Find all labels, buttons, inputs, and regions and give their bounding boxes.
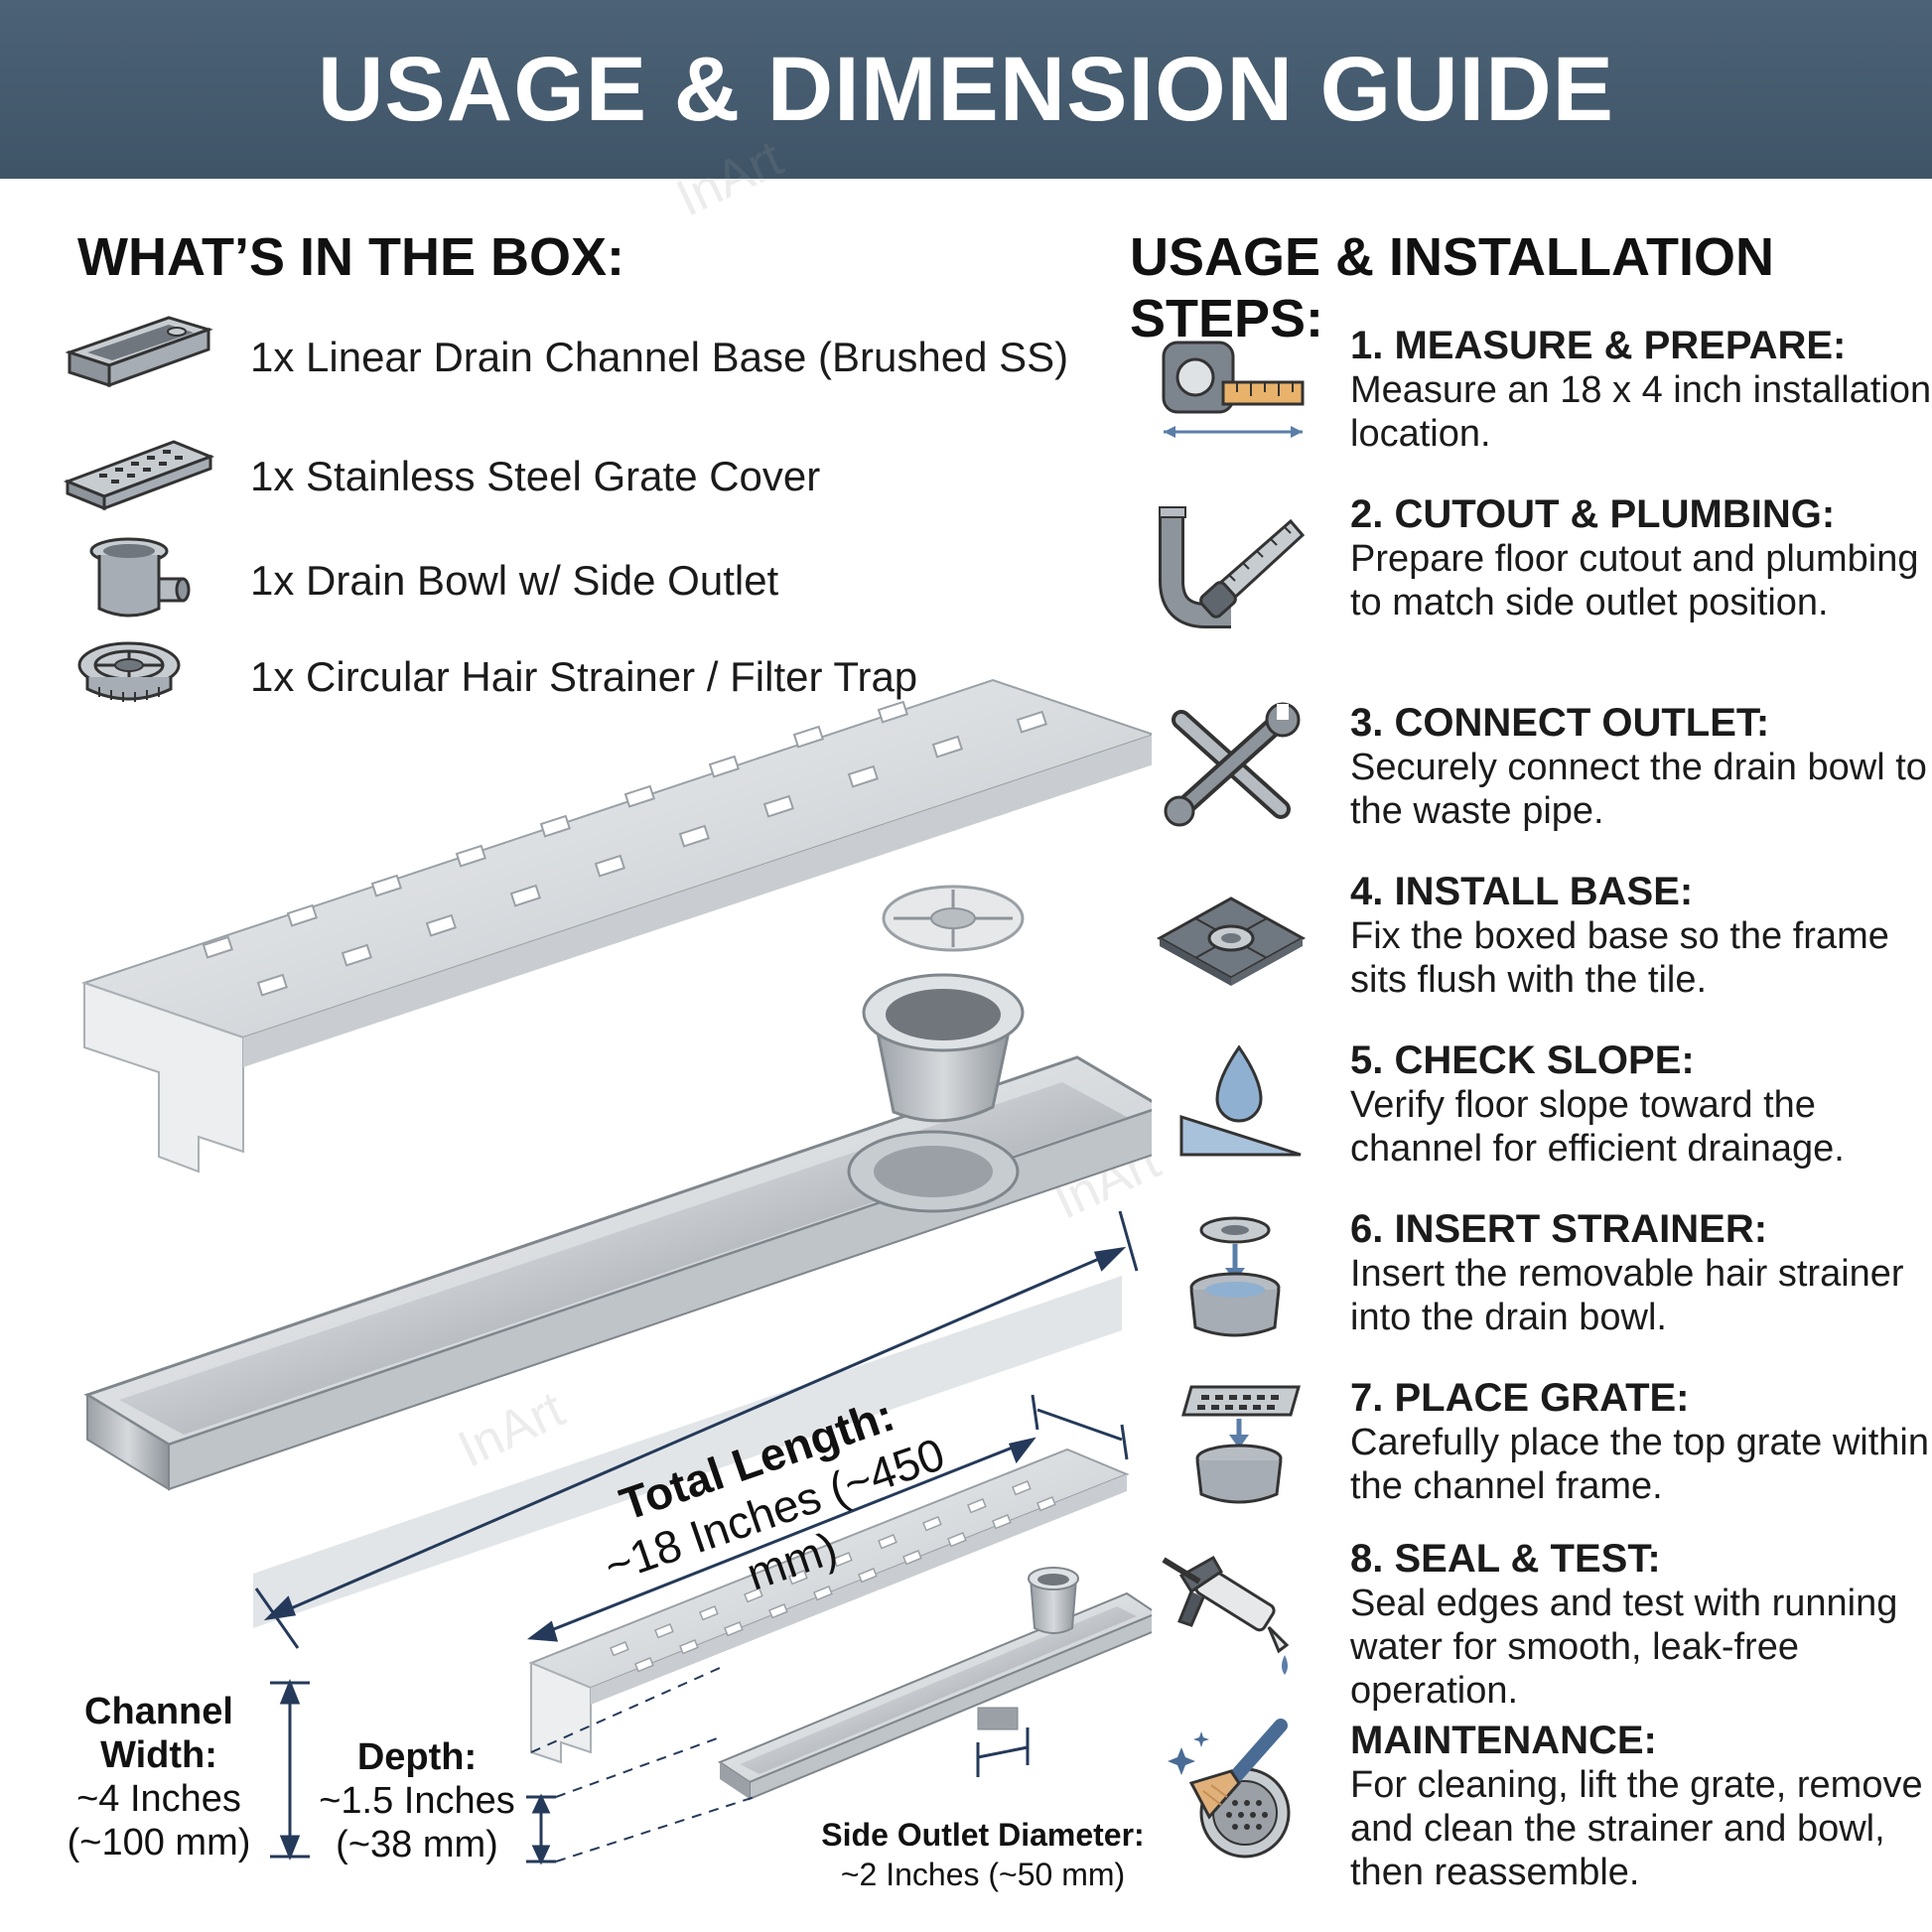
step-title: MAINTENANCE:: [1350, 1719, 1657, 1762]
channel-width-title-line2: Width:: [100, 1734, 217, 1776]
box-item-label: 1x Stainless Steel Grate Cover: [250, 453, 821, 499]
step-description: Prepare floor cutout and plumbing to mat…: [1350, 538, 1919, 623]
channel-width-value-mm: (~100 mm): [67, 1822, 251, 1863]
depth-guide-lines: [530, 1667, 756, 1863]
depth-title: Depth:: [356, 1736, 478, 1778]
step-description: Seal edges and test with running water f…: [1350, 1583, 1898, 1712]
pipe-saw-icon: [1152, 491, 1311, 630]
box-item-grate-cover: 1x Stainless Steel Grate Cover: [60, 427, 820, 526]
channel-base-icon: [60, 308, 218, 407]
insert-strainer-icon: [1152, 1206, 1311, 1345]
step-description: Fix the boxed base so the frame sits flu…: [1350, 915, 1889, 1001]
outlet-diameter-label: Side Outlet Diameter: ~2 Inches (~50 mm): [814, 1815, 1152, 1894]
channel-width-label: Channel Width: ~4 Inches (~100 mm): [55, 1690, 263, 1864]
step-title: 5. CHECK SLOPE:: [1350, 1038, 1695, 1082]
box-item-label: 1x Drain Bowl w/ Side Outlet: [250, 557, 779, 604]
step-description: Securely connect the drain bowl to the w…: [1350, 747, 1927, 832]
box-section-title: WHAT’S IN THE BOX:: [77, 227, 624, 287]
grate-cover-icon: [60, 427, 218, 526]
caulk-gun-icon: [1152, 1536, 1311, 1675]
outlet-diameter-value: ~2 Inches (~50 mm): [840, 1857, 1126, 1892]
step-description: Measure an 18 x 4 inch installation loca…: [1350, 369, 1932, 455]
page-title: USAGE & DIMENSION GUIDE: [317, 38, 1614, 140]
step-title: 7. PLACE GRATE:: [1350, 1376, 1690, 1420]
box-item-hair-strainer: 1x Circular Hair Strainer / Filter Trap: [60, 627, 917, 727]
water-drop-slope-icon: [1152, 1037, 1311, 1176]
depth-label: Depth: ~1.5 Inches (~38 mm): [308, 1735, 526, 1866]
steps-section-title: USAGE & INSTALLATION STEPS:: [1130, 227, 1774, 348]
step-description: Verify floor slope toward the channel fo…: [1350, 1084, 1845, 1170]
large-grate-cover: [80, 678, 1152, 1173]
channel-width-title-line1: Channel: [84, 1691, 233, 1732]
depth-dimension-line: [526, 1793, 556, 1865]
grate-width-dimension-line: [526, 1394, 1129, 1642]
strainer-disk: [882, 885, 1025, 952]
step-title: 4. INSTALL BASE:: [1350, 870, 1694, 913]
step-description: For cleaning, lift the grate, remove and…: [1350, 1764, 1923, 1893]
channel-width-dimension-line: [270, 1678, 310, 1862]
hair-strainer-icon: [60, 627, 218, 727]
step-title: 1. MEASURE & PREPARE:: [1350, 324, 1847, 367]
place-grate-icon: [1152, 1375, 1311, 1514]
tape-measure-icon: [1152, 323, 1311, 462]
step-title: 3. CONNECT OUTLET:: [1350, 701, 1770, 745]
step-title: 2. CUTOUT & PLUMBING:: [1350, 492, 1836, 536]
box-item-label: 1x Circular Hair Strainer / Filter Trap: [250, 653, 918, 700]
step-title: 8. SEAL & TEST:: [1350, 1537, 1661, 1581]
step-title: 6. INSERT STRAINER:: [1350, 1207, 1768, 1251]
depth-value-inches: ~1.5 Inches: [319, 1780, 515, 1822]
drain-bowl-icon: [60, 531, 218, 630]
cleaning-brush-icon: [1152, 1718, 1311, 1859]
header-banner: USAGE & DIMENSION GUIDE: [0, 0, 1932, 179]
step-description: Carefully place the top grate within the…: [1350, 1422, 1929, 1507]
product-illustration: [80, 678, 1152, 1865]
box-item-drain-bowl: 1x Drain Bowl w/ Side Outlet: [60, 531, 778, 630]
wrench-icon: [1152, 700, 1311, 839]
box-item-channel-base: 1x Linear Drain Channel Base (Brushed SS…: [60, 308, 1068, 407]
total-length-dimension-line: [254, 1210, 1139, 1649]
outlet-diameter-dimension-line: [976, 1727, 1030, 1777]
box-item-label: 1x Linear Drain Channel Base (Brushed SS…: [250, 334, 1069, 380]
channel-base: [83, 973, 1152, 1628]
small-channel-base: [717, 1567, 1152, 1801]
channel-width-value-inches: ~4 Inches: [76, 1778, 241, 1820]
tile-base-icon: [1152, 869, 1311, 1008]
small-grate-cover: [528, 1448, 1130, 1764]
outlet-diameter-title: Side Outlet Diameter:: [821, 1817, 1145, 1853]
step-description: Insert the removable hair strainer into …: [1350, 1253, 1904, 1338]
depth-value-mm: (~38 mm): [336, 1824, 498, 1865]
